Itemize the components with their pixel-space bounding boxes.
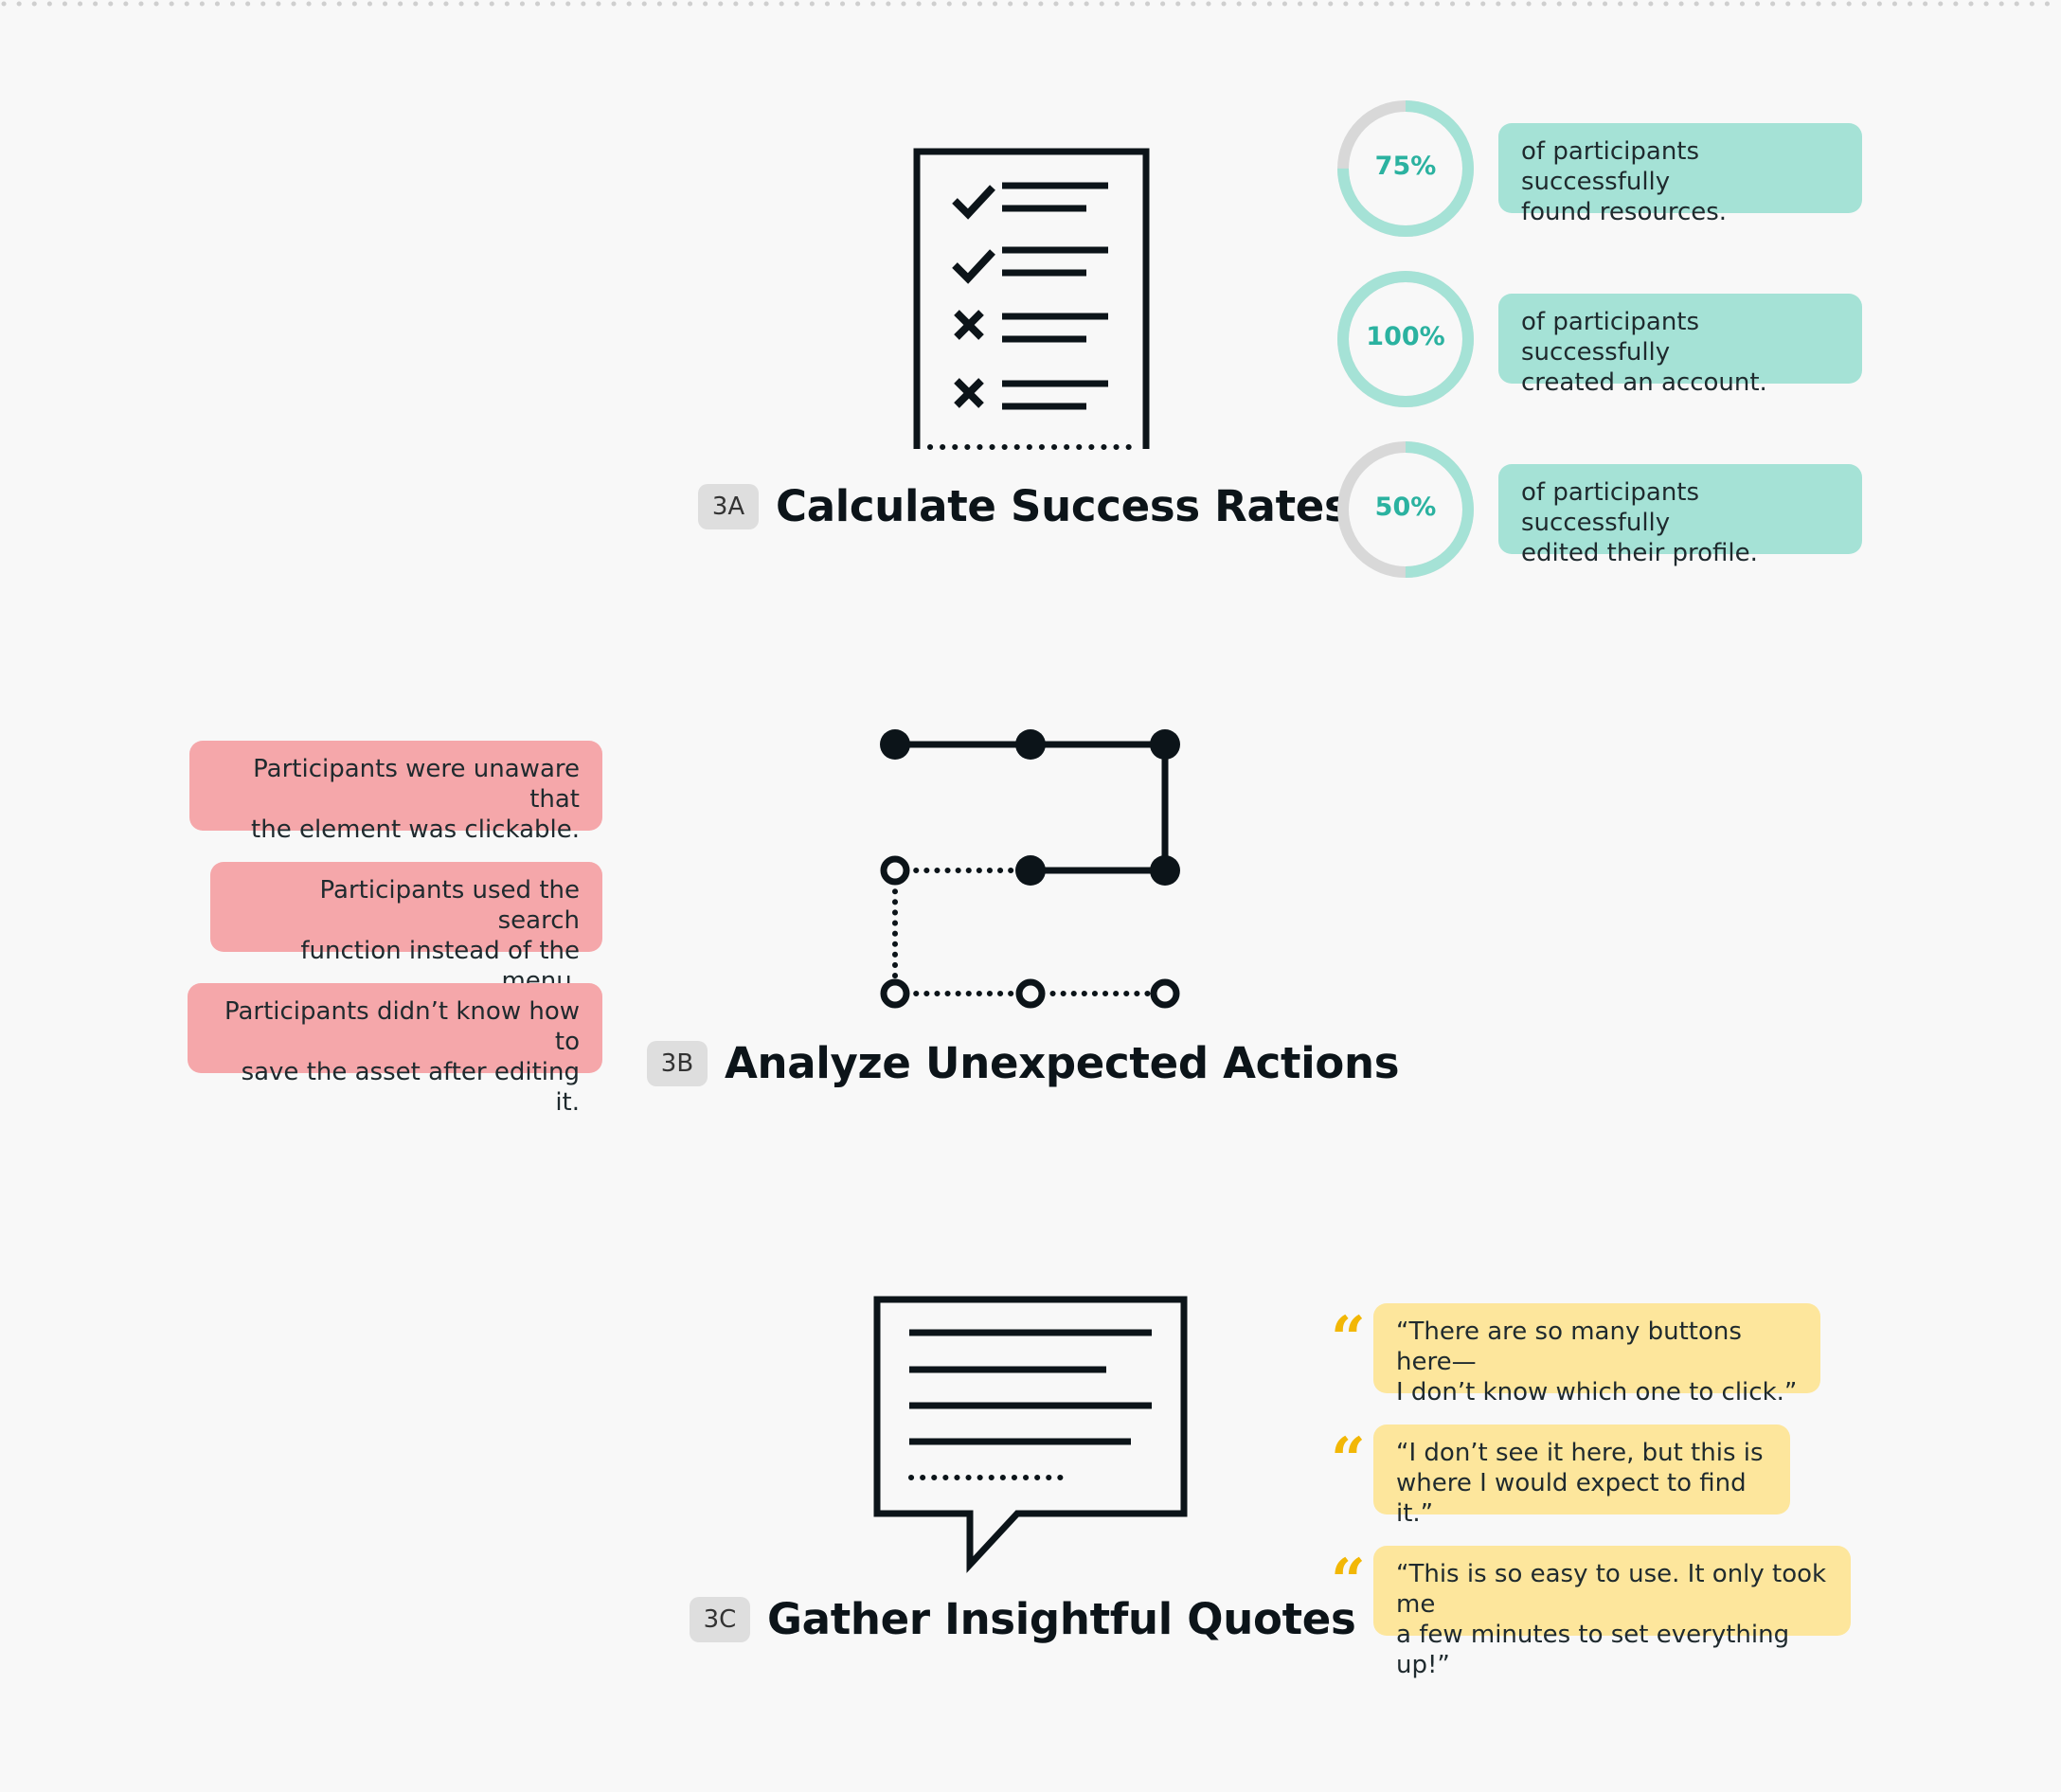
percent-label: 50% [1374,493,1437,522]
note-card: Participants used the search function in… [210,862,602,995]
badge-3c: 3C [690,1596,750,1642]
note-card: Participants were unaware that the eleme… [189,741,602,844]
success-ring-1 [1337,271,1474,407]
percent-label: 100% [1366,322,1445,351]
section-3a-heading: 3A Calculate Success Rates [698,481,1350,531]
section-3c-title: Gather Insightful Quotes [767,1594,1356,1644]
quote-mark-icon: “ [1331,1425,1366,1496]
stat-card: of participants successfully created an … [1498,294,1862,397]
stat-card: of participants successfully found resou… [1498,123,1862,226]
section-3c-heading: 3C Gather Insightful Quotes [690,1594,1356,1644]
quote-card: “I don’t see it here, but this is where … [1373,1425,1790,1528]
section-3b-title: Analyze Unexpected Actions [725,1038,1400,1088]
checklist-document-icon [913,148,1150,450]
top-dotted-border [1,1,2061,7]
quote-card: “This is so easy to use. It only took me… [1373,1546,1851,1679]
note-card: Participants didn’t know how to save the… [188,983,602,1117]
stat-card: of participants successfully edited thei… [1498,464,1862,567]
quote-card: “There are so many buttons here— I don’t… [1373,1303,1820,1407]
section-3a-title: Calculate Success Rates [776,481,1350,531]
quote-mark-icon: “ [1331,1546,1366,1617]
section-3b-heading: 3B Analyze Unexpected Actions [647,1038,1399,1088]
path-flow-icon [880,729,1180,1009]
badge-3a: 3A [698,483,759,529]
speech-bubble-icon [873,1296,1188,1573]
percent-label: 75% [1374,152,1437,181]
success-ring-0 [1337,100,1474,237]
badge-3b: 3B [647,1040,708,1086]
success-ring-2 [1337,441,1474,578]
quote-mark-icon: “ [1331,1303,1366,1374]
